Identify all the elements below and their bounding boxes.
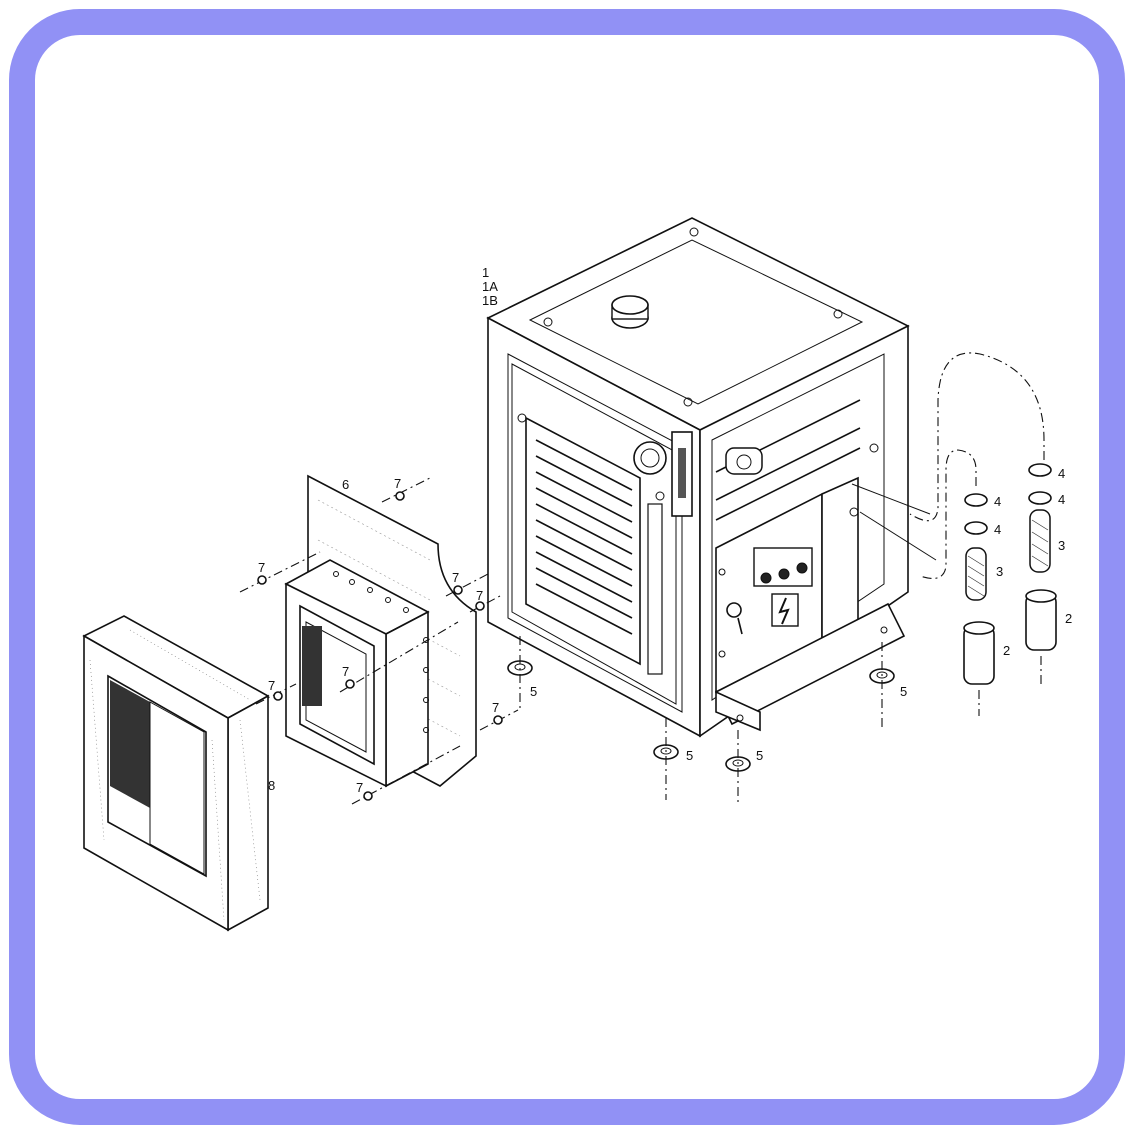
callout-labels: 1 1A 1B 2 2 3 3 4 4 4 4 5 5 5 5 6 7 7 7 … bbox=[258, 265, 1072, 795]
label-3-left: 3 bbox=[996, 564, 1003, 579]
label-4-d: 4 bbox=[1058, 492, 1065, 507]
label-2-left: 2 bbox=[1003, 643, 1010, 658]
label-7-mid: 7 bbox=[452, 570, 459, 585]
label-2-right: 2 bbox=[1065, 611, 1072, 626]
label-6: 6 bbox=[342, 477, 349, 492]
label-7-right: 7 bbox=[476, 588, 483, 603]
intake-box bbox=[284, 559, 430, 788]
label-4-a: 4 bbox=[994, 494, 1001, 509]
louvers bbox=[535, 439, 633, 635]
filter-assembly bbox=[909, 352, 1057, 716]
label-7-bottom: 7 bbox=[356, 780, 363, 795]
main-unit bbox=[486, 217, 937, 738]
label-7-frame: 7 bbox=[268, 678, 275, 693]
foam-frame-8 bbox=[82, 615, 270, 932]
label-5-d: 5 bbox=[900, 684, 907, 699]
label-4-b: 4 bbox=[994, 522, 1001, 537]
label-1: 1 bbox=[482, 265, 489, 280]
label-3-right: 3 bbox=[1058, 538, 1065, 553]
label-8: 8 bbox=[268, 778, 275, 793]
label-5-c: 5 bbox=[756, 748, 763, 763]
label-1a: 1A bbox=[482, 279, 498, 294]
label-7-center: 7 bbox=[342, 664, 349, 679]
feet-5 bbox=[507, 636, 895, 806]
screws-7 bbox=[239, 477, 519, 805]
label-7-top: 7 bbox=[394, 476, 401, 491]
label-4-c: 4 bbox=[1058, 466, 1065, 481]
label-5-a: 5 bbox=[530, 684, 537, 699]
label-1b: 1B bbox=[482, 293, 498, 308]
label-7-left: 7 bbox=[258, 560, 265, 575]
label-7-lower-right: 7 bbox=[492, 700, 499, 715]
label-5-b: 5 bbox=[686, 748, 693, 763]
